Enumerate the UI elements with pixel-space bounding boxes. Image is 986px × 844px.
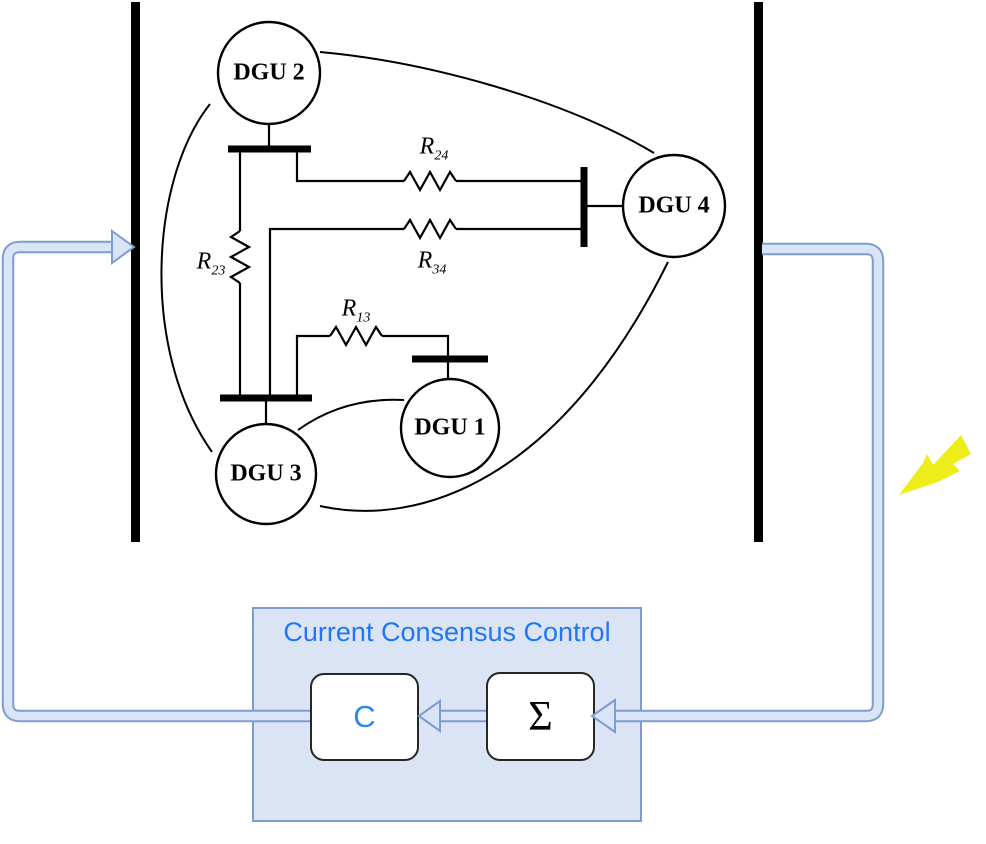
right-electrode-bar: [754, 2, 763, 542]
summation-block: Σ: [486, 672, 595, 761]
left-electrode-bar: [131, 2, 140, 542]
wire-r24-left: [295, 152, 404, 183]
dgu1-node: [399, 377, 501, 479]
controller-block-label: C: [353, 699, 376, 734]
controller-block: C: [310, 673, 419, 761]
resistor-r13: [329, 324, 383, 348]
resistors: [228, 169, 457, 348]
dgu2-node: [216, 20, 322, 126]
resistor-r34: [403, 217, 457, 241]
summation-block-label: Σ: [528, 693, 553, 740]
dgu3-node: [214, 422, 318, 526]
lightning-bolt-icon: [899, 435, 971, 495]
resistor-r24: [403, 169, 457, 193]
comm-link-dgu2-dgu4: [319, 51, 655, 154]
wire-r13-right: [382, 334, 450, 356]
control-box-title: Current Consensus Control: [283, 617, 611, 647]
dgu4-node: [621, 153, 727, 259]
